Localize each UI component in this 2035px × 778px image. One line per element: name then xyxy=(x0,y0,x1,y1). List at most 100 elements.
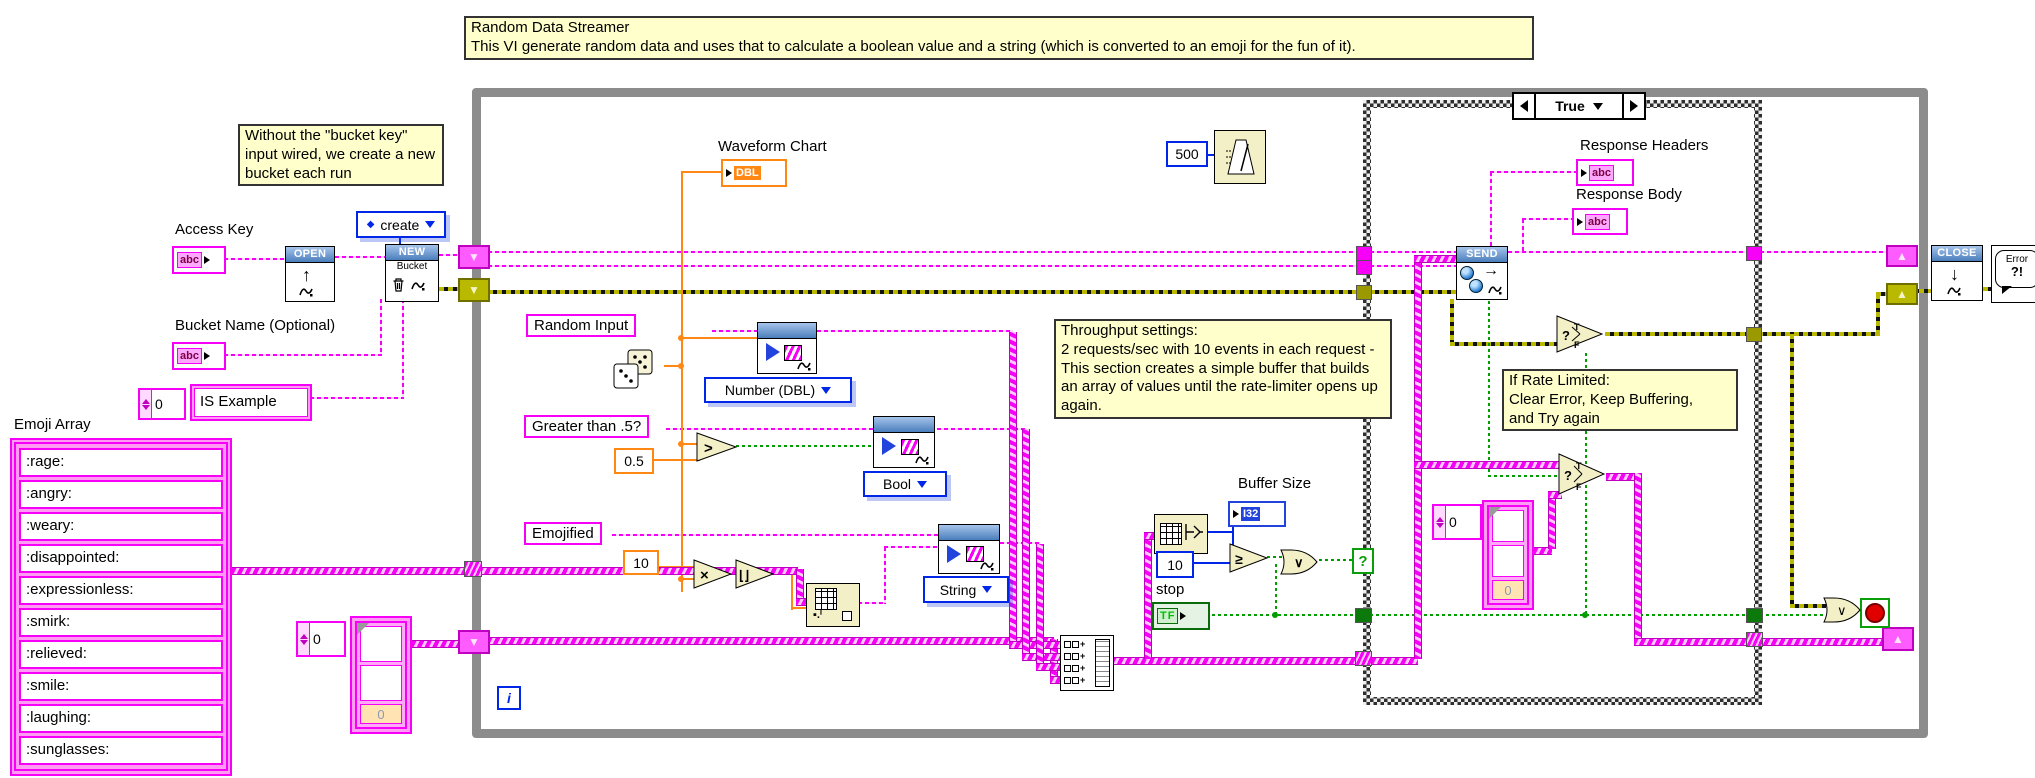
response-body-terminal[interactable]: abc xyxy=(1572,208,1628,235)
comment-line: and Try again xyxy=(1509,409,1600,427)
close-session-node[interactable]: CLOSE ↓ xyxy=(1931,245,1983,301)
response-headers-label: Response Headers xyxy=(1580,137,1709,154)
select-node[interactable]: ?TF xyxy=(1558,453,1606,495)
array-size-node[interactable] xyxy=(1154,514,1208,554)
number-type-dropdown[interactable]: Number (DBL) xyxy=(704,377,852,403)
emoji-array-item[interactable]: :weary: xyxy=(19,512,223,541)
wire-boolean xyxy=(1488,301,1490,477)
wire-string xyxy=(884,547,886,604)
bucket-string-constant[interactable]: IS Example xyxy=(190,384,312,421)
emoji-array-item[interactable]: :laughing: xyxy=(19,704,223,733)
emoji-array-constant[interactable]: :rage::angry::weary::disappointed::expre… xyxy=(10,438,232,776)
spinner-arrows-icon[interactable] xyxy=(1434,506,1446,538)
emoji-array-item[interactable]: :sunglasses: xyxy=(19,736,223,765)
case-selector-terminal[interactable]: ? xyxy=(1352,548,1374,574)
case-structure[interactable] xyxy=(1363,100,1762,705)
create-mode-dropdown[interactable]: ◆ create xyxy=(356,211,446,238)
wire-string-array xyxy=(796,569,804,602)
resize-corner-icon xyxy=(357,623,369,635)
emojified-label: Emojified xyxy=(524,522,602,545)
greater-or-equal-node[interactable]: ≥ xyxy=(1229,543,1269,573)
wire-string xyxy=(1522,219,1524,252)
stop-label: stop xyxy=(1156,581,1185,598)
wire-numeric xyxy=(791,573,793,610)
access-key-terminal[interactable]: abc xyxy=(172,246,226,274)
spinner-arrows-icon[interactable] xyxy=(298,623,310,655)
buffer-limit-constant[interactable]: 10 xyxy=(1156,551,1194,578)
index-array-node[interactable]: ▪.ⁱ xyxy=(806,583,860,627)
string-type-dropdown[interactable]: String xyxy=(923,576,1009,603)
simple-error-handler-node[interactable]: Error ?! xyxy=(1991,245,2035,303)
greater-than-node[interactable]: > xyxy=(696,432,738,462)
emoji-array-item[interactable]: :expressionless: xyxy=(19,576,223,605)
emoji-array-index-spinner[interactable]: 0 xyxy=(296,621,346,657)
wire-string-array xyxy=(1634,638,1746,646)
emoji-array-item[interactable]: :angry: xyxy=(19,480,223,509)
bool-type-dropdown[interactable]: Bool xyxy=(863,471,947,497)
scale-constant[interactable]: 10 xyxy=(623,550,659,575)
while-loop[interactable] xyxy=(472,88,1928,738)
case-next-button[interactable] xyxy=(1622,94,1644,118)
new-bucket-node[interactable]: NEW Bucket xyxy=(385,244,439,302)
select-node[interactable]: ?TF xyxy=(1556,315,1604,353)
stop-button-terminal[interactable]: TF xyxy=(1152,602,1210,630)
emoji-array-item[interactable]: :smile: xyxy=(19,672,223,701)
round-down-node[interactable]: ⌊⌋ xyxy=(735,559,775,589)
shift-register-right[interactable]: ▲ xyxy=(1886,245,1918,267)
shift-register-left[interactable]: ▼ xyxy=(458,278,490,302)
terminal-arrow-icon xyxy=(203,352,210,360)
wire-error xyxy=(1876,294,1880,334)
case-selector-value-cell[interactable]: True xyxy=(1536,94,1622,118)
shift-register-left[interactable]: ▼ xyxy=(458,245,490,269)
wait-ms-constant[interactable]: 500 xyxy=(1166,141,1208,167)
build-array-node[interactable]: + + + + xyxy=(1060,635,1114,691)
multiply-node[interactable]: × xyxy=(693,559,733,589)
element-out-icon xyxy=(842,611,852,621)
chevron-down-icon xyxy=(425,221,436,228)
loop-iteration-terminal[interactable]: i xyxy=(497,686,521,710)
loop-condition-terminal[interactable] xyxy=(1860,598,1890,628)
wire-error xyxy=(1450,342,1560,346)
wire-numeric xyxy=(681,171,725,173)
threshold-constant[interactable]: 0.5 xyxy=(614,448,654,474)
spinner-arrows-icon[interactable] xyxy=(140,390,152,418)
case-selector[interactable]: True xyxy=(1512,92,1646,120)
random-dice-icon[interactable] xyxy=(610,348,664,394)
emoji-array-item[interactable]: :smirk: xyxy=(19,608,223,637)
case-buffer-array-constant[interactable]: 0 xyxy=(1482,500,1534,610)
response-headers-terminal[interactable]: abc xyxy=(1576,159,1634,186)
wire-junction xyxy=(678,363,684,369)
shift-register-right[interactable]: ▲ xyxy=(1882,627,1914,651)
send-request-node[interactable]: SEND → xyxy=(1456,246,1508,300)
size-fork-icon xyxy=(1185,524,1203,540)
emoji-array-item[interactable]: :relieved: xyxy=(19,640,223,669)
abc-type-chip: abc xyxy=(177,252,202,268)
wire-boolean xyxy=(1488,475,1562,477)
emit-number-node[interactable] xyxy=(757,322,817,374)
emit-bool-node[interactable] xyxy=(873,416,935,468)
wait-metronome-node[interactable] xyxy=(1214,130,1266,184)
bucket-name-terminal[interactable]: abc xyxy=(172,342,226,370)
shift-register-left[interactable]: ▼ xyxy=(458,630,490,654)
case-selector-value: True xyxy=(1555,98,1585,114)
buffer-array-constant[interactable]: 0 xyxy=(350,616,412,734)
terminal-arrow-icon xyxy=(1180,612,1187,620)
shift-register-right[interactable]: ▲ xyxy=(1886,283,1918,305)
emoji-array-item[interactable]: :disappointed: xyxy=(19,544,223,573)
case-prev-button[interactable] xyxy=(1514,94,1536,118)
waveform-chart-terminal[interactable]: DBL xyxy=(721,159,787,187)
wire-error xyxy=(1876,292,1890,296)
wire-string-array xyxy=(1414,255,1458,263)
svg-text:?: ? xyxy=(1564,468,1572,483)
wire-string-array xyxy=(412,640,462,648)
or-node[interactable]: ∨ xyxy=(1279,548,1321,576)
or-node[interactable]: ∨ xyxy=(1822,596,1864,624)
emit-string-node[interactable] xyxy=(938,524,1000,574)
buffer-size-terminal[interactable]: I32 xyxy=(1228,501,1286,527)
wire-string-array xyxy=(1144,534,1152,659)
case-buffer-index-spinner[interactable]: 0 xyxy=(1432,504,1482,540)
emoji-array-item[interactable]: :rage: xyxy=(19,448,223,477)
wire-string-array xyxy=(1606,473,1638,481)
open-session-node[interactable]: OPEN ↑ xyxy=(285,246,335,302)
bucket-string-index-spinner[interactable]: 0 xyxy=(138,388,186,420)
